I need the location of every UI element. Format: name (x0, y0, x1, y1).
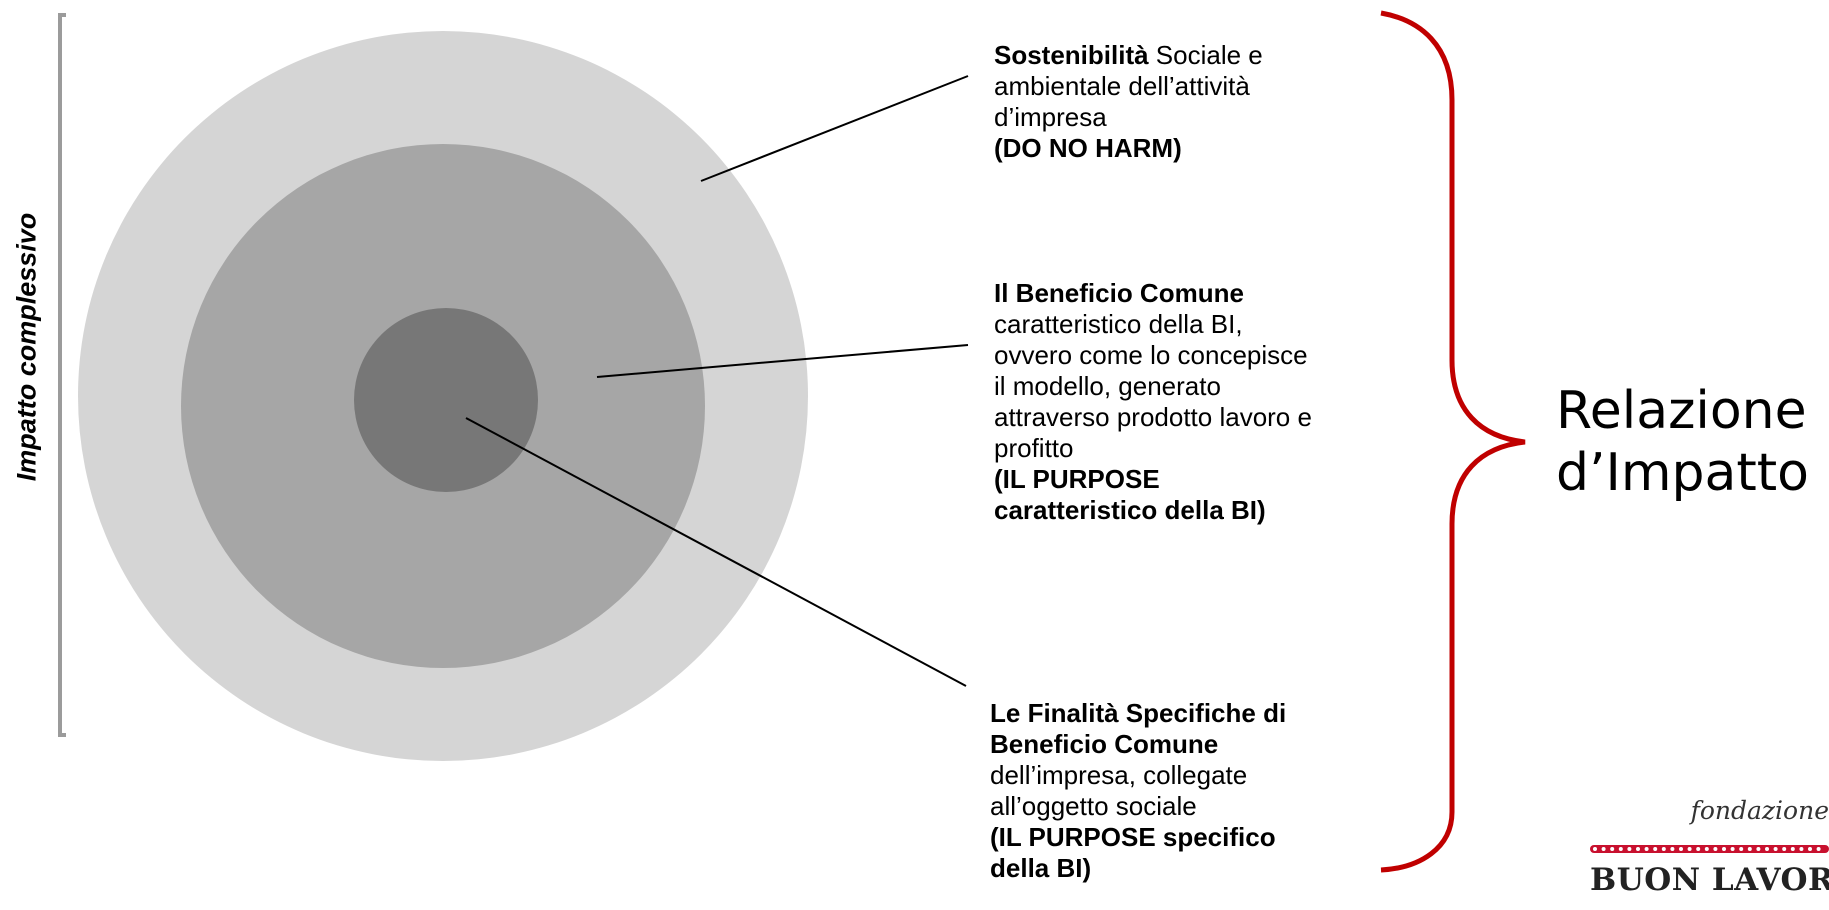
logo-dot (1653, 847, 1658, 851)
logo-dot (1610, 847, 1615, 851)
logo-name-text: BUON LAVORO (1590, 862, 1829, 898)
impact-scale-bracket (58, 13, 66, 737)
logo-dot (1636, 847, 1640, 851)
logo-dot (1601, 847, 1606, 851)
logo-dot (1808, 847, 1812, 851)
inner-circle-specific-purposes (354, 308, 538, 492)
logo-dot (1593, 847, 1597, 851)
relazione-line-2: d’Impatto (1556, 443, 1809, 503)
callout-specific-purposes-tag: (IL PURPOSE specifico della BI) (990, 822, 1276, 883)
logo-dot (1730, 847, 1735, 851)
callout-sustainability-title: Sostenibilità (994, 40, 1149, 70)
logo-dot (1773, 847, 1778, 851)
logo-dot (1704, 847, 1709, 851)
logo-dot (1722, 847, 1726, 851)
relazione-impatto-title: Relazione d’Impatto (1556, 380, 1809, 504)
fondazione-buon-lavoro-logo: fondazione BUON LAVORO (1590, 796, 1829, 910)
callout-specific-purposes: Le Finalità Specifiche di Beneficio Comu… (990, 698, 1330, 884)
logo-dot (1747, 847, 1752, 851)
relazione-line-1: Relazione (1556, 381, 1807, 441)
logo-dot (1816, 847, 1821, 851)
logo-dot (1756, 847, 1761, 851)
logo-dot (1618, 847, 1623, 851)
logo-dot (1782, 847, 1787, 851)
logo-script-text: fondazione (1690, 796, 1829, 825)
callout-common-benefit-tag: (IL PURPOSE caratteristico della BI) (994, 464, 1266, 525)
logo-dot (1713, 847, 1718, 851)
logo-dot (1799, 847, 1804, 851)
logo-dot (1670, 847, 1675, 851)
logo-dot (1790, 847, 1795, 851)
callout-specific-purposes-title: Le Finalità Specifiche di Beneficio Comu… (990, 698, 1287, 759)
impatto-complessivo-label: Impatto complessivo (11, 212, 42, 482)
callout-sustainability-tag: (DO NO HARM) (994, 133, 1182, 163)
leader-line-middle (596, 344, 969, 378)
leader-line-outer (700, 75, 969, 182)
logo-dotted-rule (1590, 845, 1829, 853)
leader-line-inner (465, 417, 967, 687)
logo-dot (1739, 847, 1744, 851)
relazione-curly-brace (1380, 10, 1526, 873)
callout-sustainability-text: Sociale e ambientale dell’attività d’imp… (994, 40, 1263, 132)
callout-common-benefit-text: caratteristico della BI, ovvero come lo … (994, 309, 1312, 463)
logo-dot (1696, 847, 1701, 851)
callout-common-benefit: Il Beneficio Comune caratteristico della… (994, 278, 1314, 526)
logo-dot (1644, 847, 1649, 851)
logo-dot (1679, 847, 1683, 851)
callout-specific-purposes-text: dell’impresa, collegate all’oggetto soci… (990, 760, 1248, 821)
logo-dot (1661, 847, 1666, 851)
logo-dot (1627, 847, 1632, 851)
callout-sustainability: Sostenibilità Sociale e ambientale dell’… (994, 40, 1314, 164)
logo-dot (1765, 847, 1769, 851)
logo-dot (1687, 847, 1692, 851)
callout-common-benefit-title: Il Beneficio Comune (994, 278, 1244, 308)
